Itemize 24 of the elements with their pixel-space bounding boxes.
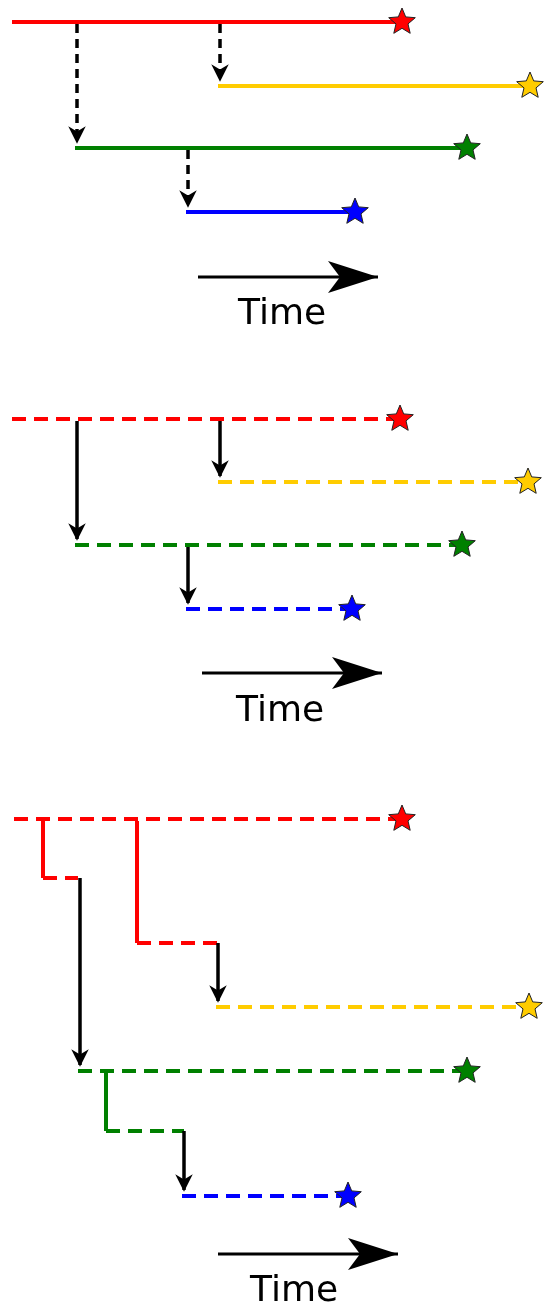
timeline-bar	[12, 7, 416, 34]
timeline-bar	[14, 804, 416, 945]
arrow	[211, 24, 229, 82]
timeline-bar	[186, 197, 369, 224]
arrow	[211, 421, 229, 478]
arrow	[209, 943, 227, 1003]
arrow	[68, 24, 86, 144]
arrow	[68, 421, 86, 541]
axis-label: Time	[236, 689, 325, 729]
timeline-bar	[78, 1056, 481, 1133]
timeline-bar	[12, 404, 414, 431]
timeline-bar	[75, 530, 476, 557]
timeline-bar	[186, 594, 366, 621]
arrow	[175, 1131, 193, 1192]
arrow	[71, 878, 89, 1067]
timeline-bar	[182, 1181, 362, 1208]
timeline-bar	[216, 992, 543, 1019]
axis-label: Time	[250, 1269, 339, 1309]
arrow	[179, 547, 197, 605]
timeline-bar	[218, 71, 544, 98]
timeline-bar	[218, 467, 542, 494]
axis-label: Time	[238, 292, 327, 332]
arrow	[179, 150, 197, 208]
timeline-bar	[75, 133, 481, 160]
